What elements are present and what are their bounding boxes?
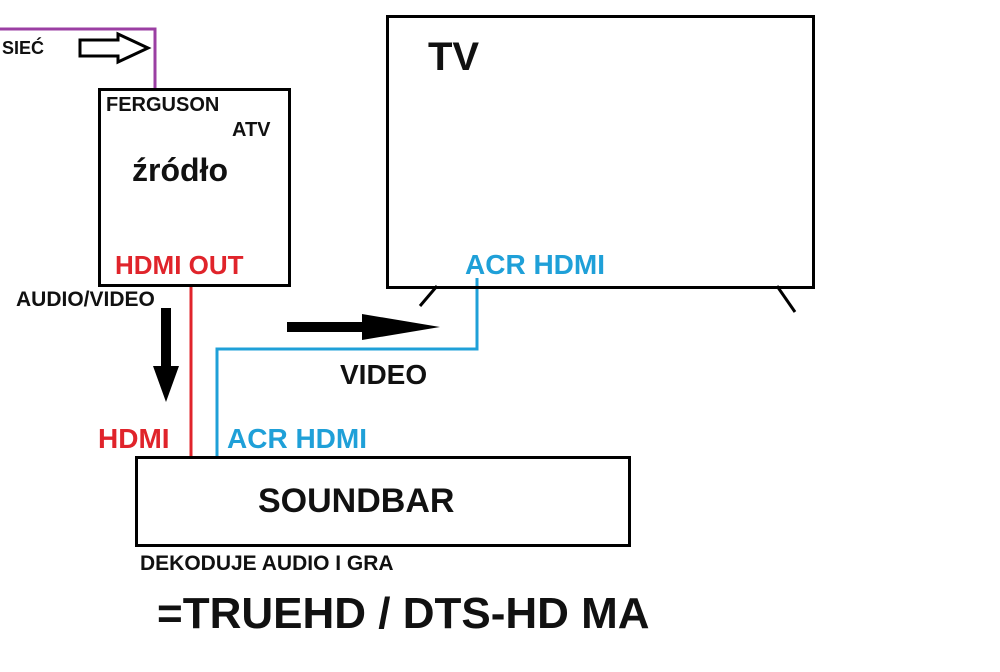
soundbar-acr-hdmi-label: ACR HDMI: [227, 423, 367, 454]
tv-acr-hdmi-label: ACR HDMI: [465, 249, 605, 280]
tv-box: [386, 15, 815, 289]
source-title: źródło: [132, 152, 228, 188]
soundbar-box: [135, 456, 631, 547]
source-box: [98, 88, 291, 287]
acr-hdmi-cable: [215, 278, 479, 458]
soundbar-hdmi-label: HDMI: [98, 423, 170, 454]
decode-note: DEKODUJE AUDIO I GRA: [140, 552, 394, 575]
right-arrow-icon: [287, 314, 440, 340]
video-label: VIDEO: [340, 359, 428, 390]
hollow-right-arrow-icon: [78, 31, 152, 65]
audio-video-label: AUDIO/VIDEO: [16, 288, 155, 311]
network-label: SIEĆ: [2, 38, 45, 58]
hdmi-out-label: HDMI OUT: [115, 250, 244, 280]
source-model-label: ATV: [232, 119, 271, 141]
source-brand-label: FERGUSON: [106, 94, 220, 116]
soundbar-title: SOUNDBAR: [258, 482, 455, 520]
down-arrow-icon: [153, 308, 179, 402]
tv-leg-left: [418, 285, 439, 307]
tv-leg-right: [775, 285, 797, 313]
formats-label: =TRUEHD / DTS-HD MA: [157, 589, 650, 638]
network-cable: [0, 27, 157, 89]
tv-title: TV: [428, 35, 480, 79]
